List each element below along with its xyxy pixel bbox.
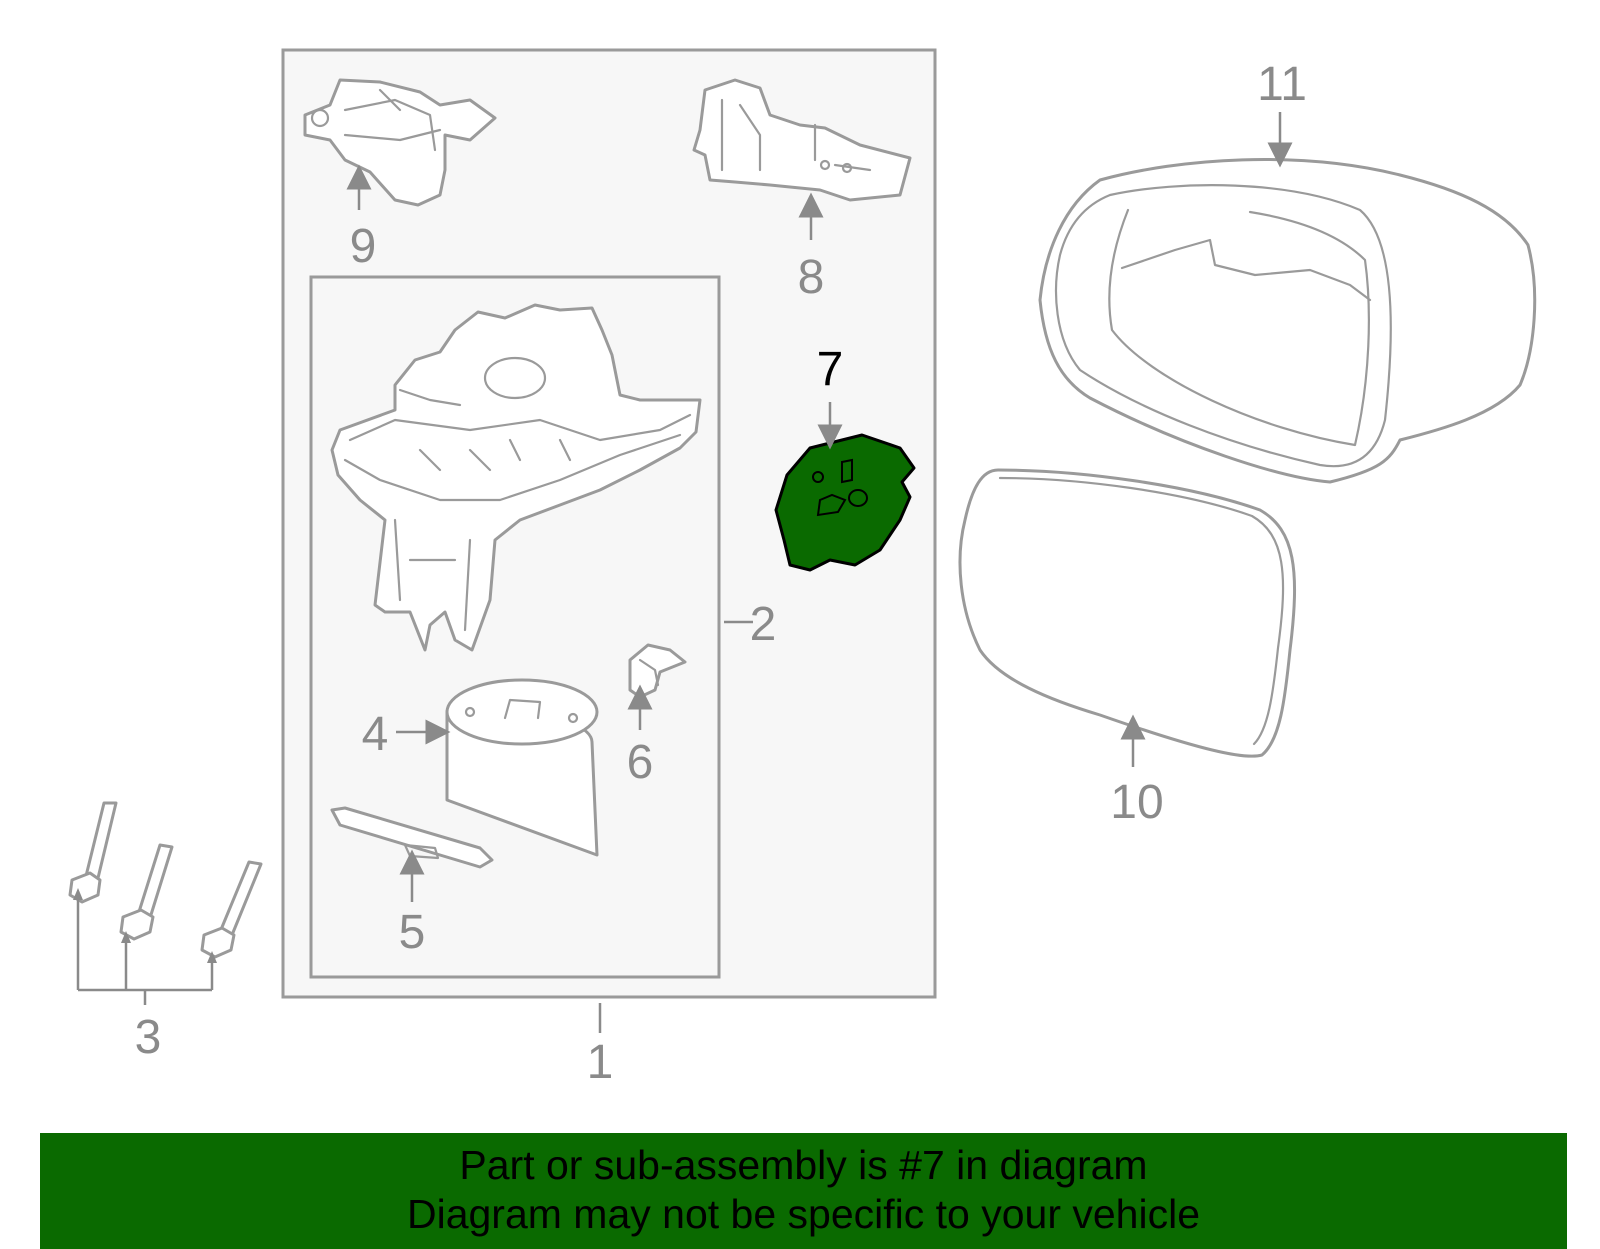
leader-lines	[73, 112, 1293, 1033]
callout-7: 7	[817, 343, 844, 396]
callout-numbers: 9 8 11 7 2 4 6 5 10 3 1	[135, 58, 1307, 1089]
part-7-highlighted-plate	[774, 433, 916, 572]
part-8-bracket	[692, 78, 912, 202]
info-banner: Part or sub-assembly is #7 in diagram Di…	[40, 1133, 1567, 1249]
callout-4: 4	[362, 708, 389, 761]
callout-3: 3	[135, 1011, 162, 1064]
highlight-shape	[774, 433, 916, 572]
callout-1: 1	[587, 1036, 614, 1089]
part-3-bolts	[68, 801, 263, 959]
callout-6: 6	[627, 736, 654, 789]
callout-2: 2	[750, 598, 777, 651]
banner-line-1: Part or sub-assembly is #7 in diagram	[459, 1142, 1148, 1188]
callout-5: 5	[399, 906, 426, 959]
callout-11: 11	[1257, 58, 1307, 111]
part-2-actuator-assembly	[330, 303, 702, 652]
banner-line-2: Diagram may not be specific to your vehi…	[406, 1191, 1200, 1237]
bolt-1	[68, 801, 118, 904]
part-10-mirror-glass	[958, 468, 1297, 758]
callout-9: 9	[350, 220, 377, 273]
bolt-3	[200, 860, 263, 959]
part-4-cover	[445, 678, 599, 857]
part-9-bracket	[303, 78, 497, 207]
callout-8: 8	[798, 251, 825, 304]
bolt-2	[119, 843, 174, 941]
part-11-mirror-housing	[1038, 158, 1537, 484]
callout-10: 10	[1110, 776, 1163, 829]
